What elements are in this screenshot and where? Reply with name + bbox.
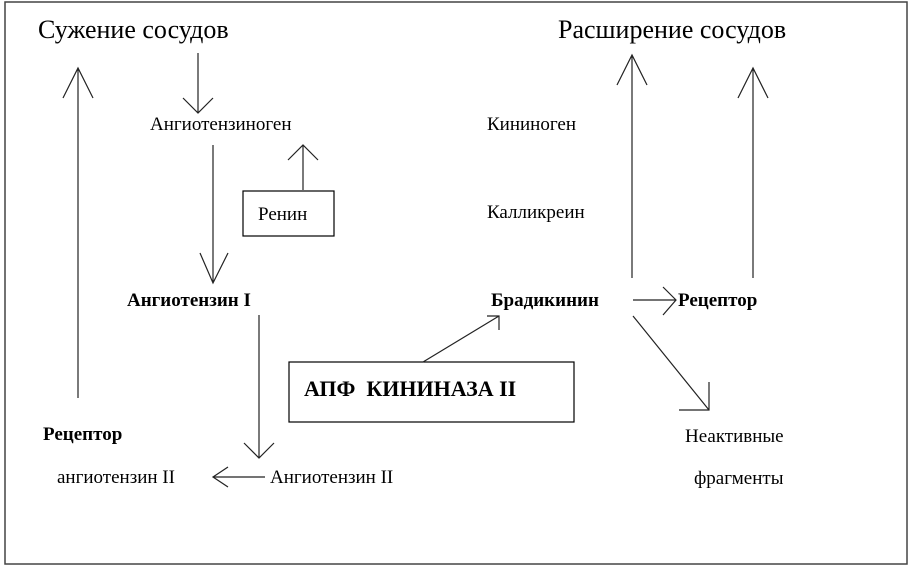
arrow-angiotensin1-to-angiotensin2 — [243, 315, 275, 459]
label-angiotensinogen: Ангиотензиноген — [150, 114, 292, 135]
arrow-bradykinin-to-dilation — [616, 53, 648, 278]
arrow-angiotensinogen-to-angiotensin1 — [199, 145, 229, 285]
arrow-angiotensin2-to-receptor — [211, 466, 265, 488]
frame — [4, 1, 908, 565]
arrow-receptor-to-constriction — [62, 66, 94, 398]
label-inactive: Неактивные — [685, 426, 784, 447]
arrow-renin-to-angiotensinogen — [287, 144, 319, 190]
label-ace-kininase: АПФ КИНИНАЗА II — [304, 376, 516, 401]
label-fragments: фрагменты — [694, 468, 784, 489]
label-receptor-at2: ангиотензин II — [57, 467, 175, 488]
ace-kininase-box — [288, 361, 575, 423]
arrow-ace-to-bradykinin — [422, 315, 500, 363]
label-angiotensin-2: Ангиотензин II — [270, 467, 393, 488]
label-vasoconstriction: Сужение сосудов — [38, 15, 229, 44]
label-kallikrein: Калликреин — [487, 202, 585, 223]
arrow-bradykinin-to-receptor — [633, 286, 677, 316]
label-receptor-left: Рецептор — [43, 424, 122, 445]
renin-box — [242, 190, 335, 237]
label-bradykinin: Брадикинин — [491, 290, 599, 311]
arrow-to-angiotensinogen — [182, 53, 214, 114]
label-vasodilation: Расширение сосудов — [558, 15, 786, 44]
label-renin: Ренин — [258, 204, 307, 225]
arrow-bradykinin-to-fragments — [632, 315, 710, 411]
arrow-receptor-to-dilation — [737, 66, 769, 278]
label-kininogen: Кининоген — [487, 114, 576, 135]
label-receptor-right: Рецептор — [678, 290, 757, 311]
label-angiotensin-1: Ангиотензин I — [127, 290, 251, 311]
